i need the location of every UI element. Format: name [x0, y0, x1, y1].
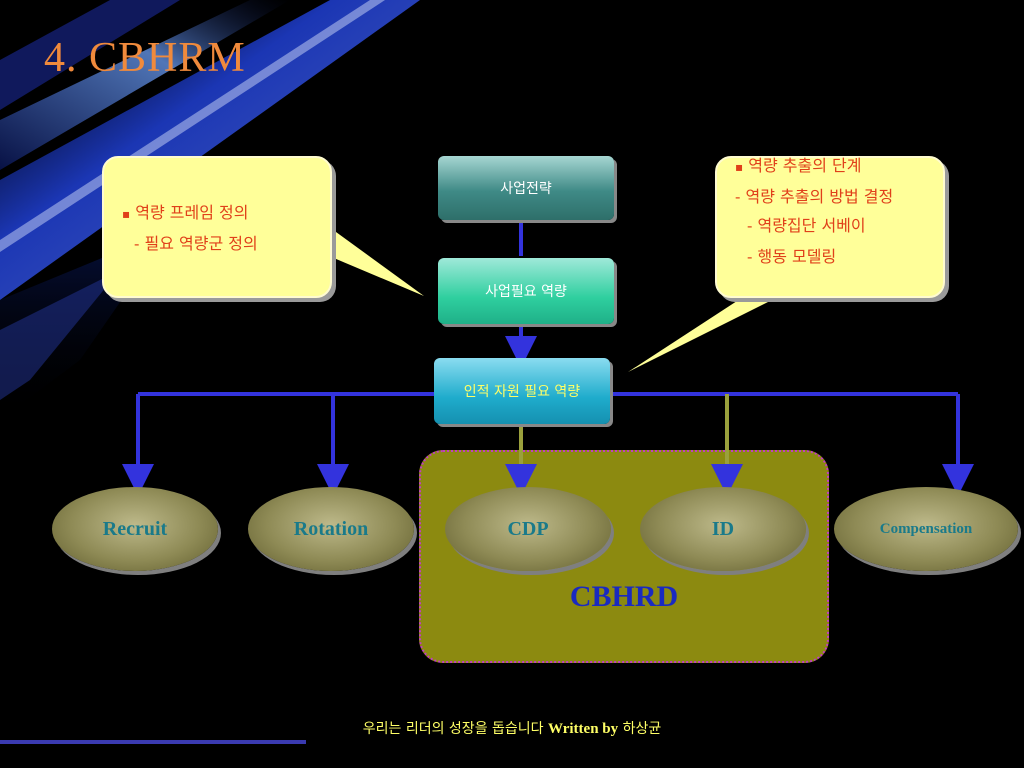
cbhrd-group-label: CBHRD: [569, 580, 679, 613]
callout-right-line4: - 행동 모델링: [747, 247, 837, 266]
callout-left-text1: 역량 프레임 정의: [135, 203, 249, 222]
footer-bar: [0, 740, 306, 744]
callout-left-tail: [310, 232, 424, 296]
rotation-ellipse: Rotation: [248, 487, 414, 571]
callout-right-line1: ▪ 역량 추출의 단계: [735, 153, 933, 180]
hr-competency-label: 인적 자원 필요 역량: [463, 384, 581, 400]
business-strategy-box: 사업전략: [438, 156, 614, 220]
business-competency-box: 사업필요 역량: [438, 258, 614, 324]
callout-right-line2: - 역량 추출의 방법 결정: [735, 187, 894, 206]
hr-competency-box: 인적 자원 필요 역량: [434, 358, 610, 424]
id-ellipse: ID: [640, 487, 806, 571]
slide-title: 4. CBHRM: [44, 35, 246, 81]
business-strategy-label: 사업전략: [500, 181, 552, 197]
callout-left-line1: ▪ 역량 프레임 정의: [122, 200, 330, 227]
footer-written-by: Written by: [548, 721, 619, 737]
callout-right-text1: 역량 추출의 단계: [748, 156, 862, 175]
callout-right-bullet: ▪: [735, 160, 744, 174]
callout-right: ▪ 역량 추출의 단계 - 역량 추출의 방법 결정 - 역량집단 서베이 - …: [715, 156, 945, 298]
footer-author: 하상균: [622, 721, 662, 737]
callout-left-bullet: ▪: [122, 207, 131, 221]
compensation-label: Compensation: [879, 520, 973, 537]
callout-left: ▪ 역량 프레임 정의 - 필요 역량군 정의: [102, 156, 332, 298]
recruit-label: Recruit: [102, 517, 168, 540]
business-competency-label: 사업필요 역량: [485, 284, 567, 300]
cdp-ellipse: CDP: [445, 487, 611, 571]
recruit-ellipse: Recruit: [52, 487, 218, 571]
rotation-label: Rotation: [293, 517, 369, 540]
footer-text: 우리는 리더의 성장을 돕습니다 Written by 하상균: [0, 718, 1024, 738]
callout-right-line3: - 역량집단 서베이: [747, 216, 866, 235]
compensation-ellipse: Compensation: [834, 487, 1018, 571]
callout-left-line2: - 필요 역량군 정의: [134, 234, 258, 253]
id-label: ID: [711, 517, 735, 540]
footer-korean: 우리는 리더의 성장을 돕습니다: [362, 721, 544, 737]
callout-right-tail: [628, 280, 812, 372]
cdp-label: CDP: [507, 517, 549, 540]
